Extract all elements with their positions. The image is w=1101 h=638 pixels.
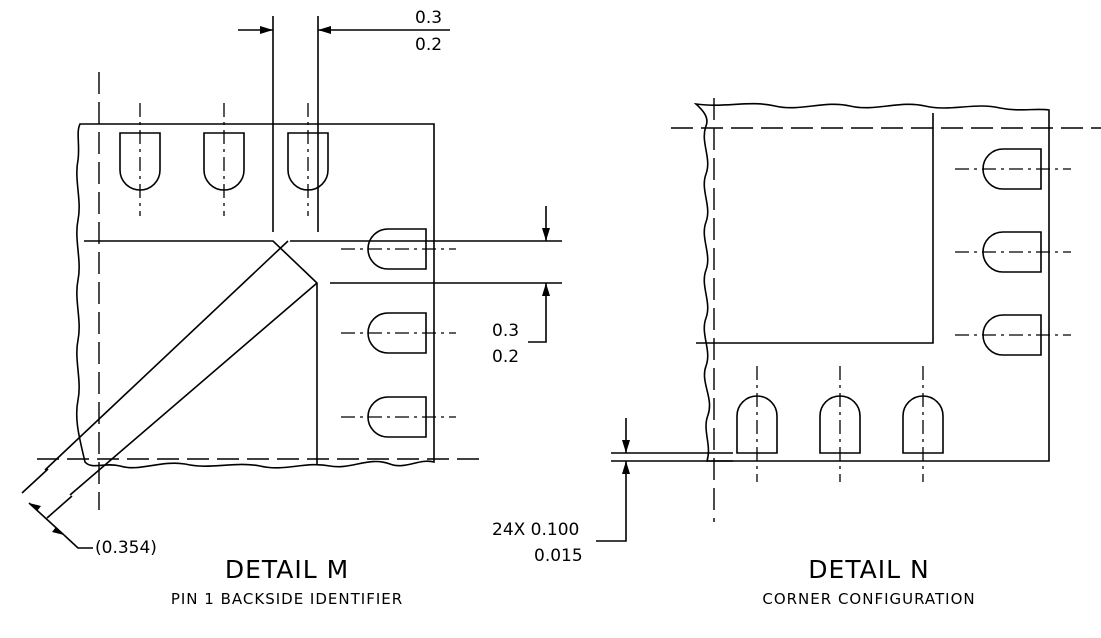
detail-n-arrow <box>622 440 630 453</box>
detail-m-arrow <box>542 283 550 296</box>
detail-m-right-pads <box>341 228 456 438</box>
detail-m-dim-top-lower: 0.2 <box>415 35 442 55</box>
detail-m-top-pads <box>119 103 329 216</box>
detail-m-id-line-2 <box>69 282 318 496</box>
detail-n-drawing: 24X 0.100 0.015 <box>492 98 1101 566</box>
detail-m-ext-1 <box>21 468 49 494</box>
detail-m-dim-top-upper: 0.3 <box>415 8 442 28</box>
detail-m-ext-2 <box>46 495 73 519</box>
detail-n-package-outline <box>693 102 1050 462</box>
detail-m-dim-right-lower: 0.2 <box>492 347 519 367</box>
detail-m-dim-right-upper: 0.3 <box>492 321 519 341</box>
detail-m-arrow <box>318 26 331 34</box>
detail-n-dim-lower: 0.015 <box>534 546 583 566</box>
detail-m-id-line-1 <box>44 240 289 471</box>
detail-m-arrow <box>542 228 550 241</box>
detail-n-arrow <box>622 461 630 474</box>
detail-n-pad-boundary <box>696 113 934 344</box>
detail-n-dim-upper: 24X 0.100 <box>492 520 579 540</box>
detail-n-right-pads <box>955 148 1071 356</box>
detail-m-arrow <box>29 503 41 511</box>
detail-m-drawing: 0.3 0.2 0.3 0.2 (0.354) <box>21 8 562 558</box>
detail-m-arrow <box>52 527 64 535</box>
detail-n-bottom-pads <box>736 366 944 482</box>
detail-m-chamfer-label: (0.354) <box>95 538 157 558</box>
detail-m-dim-leader <box>528 283 547 343</box>
detail-n-subtitle: CORNER CONFIGURATION <box>762 590 975 608</box>
detail-m-pad-boundary <box>84 240 318 464</box>
detail-n-title: DETAIL N <box>808 555 929 584</box>
detail-m-package-outline <box>75 123 435 469</box>
detail-m-arrow <box>260 26 273 34</box>
detail-m-chamfer-leader <box>63 534 93 549</box>
detail-n-dim-leader <box>596 461 627 542</box>
detail-m-title: DETAIL M <box>225 555 349 584</box>
detail-m-subtitle: PIN 1 BACKSIDE IDENTIFIER <box>171 590 403 608</box>
